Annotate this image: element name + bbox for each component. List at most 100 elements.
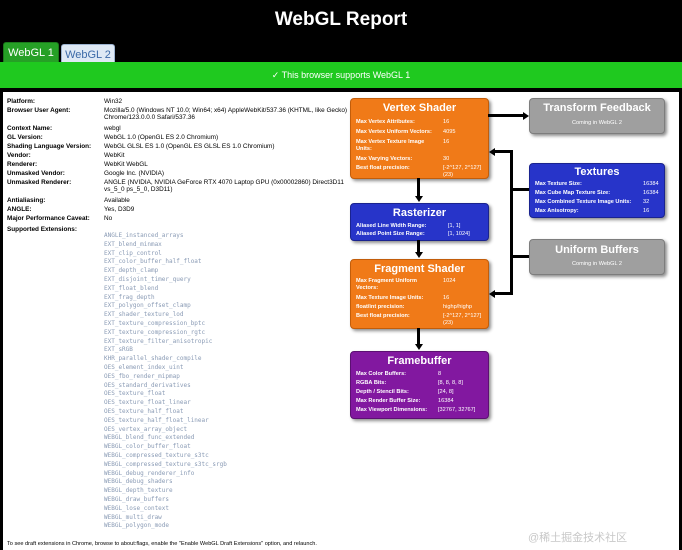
vs-row-value: 30 (443, 156, 450, 162)
arrow-head-left-icon (489, 289, 495, 298)
extension-item: OES_texture_float_linear (104, 399, 191, 407)
extension-item: EXT_polygon_offset_clamp (104, 302, 191, 310)
extension-item: OES_texture_half_float (104, 408, 184, 415)
tex-row-label: Max Texture Size: (535, 181, 582, 187)
framebuffer-box: Framebuffer Max Color Buffers: 8 RGBA Bi… (350, 351, 489, 419)
fb-row-value: [8, 8, 8, 8] (438, 380, 463, 386)
extension-item: OES_texture_half_float_linear (104, 416, 209, 424)
fb-row-value: 16384 (438, 398, 454, 404)
arrow-head-down-icon (414, 196, 423, 202)
arrow-line (417, 328, 420, 345)
arrow-line (510, 188, 529, 191)
info-key: Context Name: (7, 125, 53, 132)
page-title: WebGL Report (0, 0, 682, 40)
extension-item: EXT_texture_filter_anisotropic (104, 337, 213, 345)
vs-row-label: Max Vertex Uniform Vectors: (356, 129, 432, 135)
fb-row-label: RGBA Bits: (356, 380, 387, 386)
extension-item: OES_vertex_array_object (104, 425, 188, 433)
extension-item: OES_element_index_uint (104, 364, 184, 371)
tab-webgl-2[interactable]: WebGL 2 (61, 44, 115, 63)
fs-row-label: Best float precision: (356, 313, 410, 319)
arrow-head-left-icon (489, 147, 495, 156)
fragment-shader-box: Fragment Shader Max Fragment Uniform Vec… (350, 259, 489, 329)
info-key: Renderer: (7, 161, 38, 168)
arrow-line (488, 114, 524, 117)
rasterizer-box: Rasterizer Aliased Line Width Range: [1,… (350, 203, 489, 241)
tab-webgl-1[interactable]: WebGL 1 (3, 42, 59, 63)
info-key: Browser User Agent: (7, 107, 71, 114)
textures-title: Textures (574, 166, 620, 178)
info-value: ANGLE (NVIDIA, NVIDIA GeForce RTX 4070 L… (104, 179, 344, 194)
info-value: WebKit (104, 152, 125, 159)
extension-item: EXT_float_blend (104, 284, 159, 292)
arrow-line (417, 240, 420, 253)
rasterizer-row-value: [1, 1] (448, 223, 461, 229)
extension-item: WEBGL_color_buffer_float (104, 443, 191, 451)
vs-row-label: Max Varying Vectors: (356, 156, 413, 162)
info-key: Unmasked Vendor: (7, 170, 65, 177)
info-value: Mozilla/5.0 (Windows NT 10.0; Win64; x64… (104, 107, 348, 122)
extension-item: WEBGL_draw_buffers (104, 496, 170, 503)
fb-row-label: Max Viewport Dimensions: (356, 407, 428, 413)
tex-row-value: 16 (643, 208, 650, 214)
extension-item: EXT_disjoint_timer_query (104, 276, 191, 283)
rasterizer-title: Rasterizer (392, 207, 447, 219)
extension-item: KHR_parallel_shader_compile (104, 355, 202, 363)
vs-row-label: Max Vertex Texture Image Units: (356, 139, 425, 152)
uniform-buffers-title: Uniform Buffers (555, 244, 639, 256)
fb-row-label: Max Color Buffers: (356, 371, 407, 377)
vs-row-value: 4095 (443, 129, 456, 135)
extension-item: OES_fbo_render_mipmap (104, 372, 180, 380)
info-value: Google Inc. (NVIDIA) (104, 170, 165, 177)
info-value: No (104, 215, 113, 222)
textures-box: Textures Max Texture Size: 16384 Max Cub… (529, 163, 665, 218)
tex-row-value: 32 (643, 199, 650, 205)
tex-row-value: 16384 (643, 190, 659, 196)
fs-row-value: highp/highp (443, 304, 472, 310)
fs-row-label: float/int precision: (356, 304, 405, 310)
tab-bar: WebGL 1 WebGL 2 (0, 40, 682, 63)
extension-item: WEBGL_lose_context (104, 504, 170, 512)
fragment-shader-title: Fragment Shader (374, 263, 465, 275)
info-key: Unmasked Renderer: (7, 179, 72, 186)
vs-row-value: 16 (443, 139, 450, 145)
vertex-shader-title: Vertex Shader (382, 102, 457, 114)
extension-item: WEBGL_debug_renderer_info (104, 469, 195, 477)
tex-row-label: Max Anisotropy: (535, 208, 579, 214)
transform-feedback-box: Transform Feedback Coming in WebGL 2 (529, 98, 665, 134)
transform-feedback-subtitle: Coming in WebGL 2 (571, 120, 623, 126)
info-key: GL Version: (7, 134, 43, 141)
extension-item: EXT_clip_control (104, 249, 162, 257)
watermark: @稀土掘金技术社区 (528, 532, 628, 544)
extension-item: ANGLE_instanced_arrays (104, 232, 184, 239)
fb-row-value: [24, 8] (438, 389, 454, 395)
extension-item: EXT_depth_clamp (104, 267, 159, 275)
info-key: Shading Language Version: (7, 143, 92, 150)
arrow-head-down-icon (414, 252, 423, 258)
fs-row-label: Max Fragment Uniform Vectors: (356, 278, 417, 291)
tex-row-label: Max Cube Map Texture Size: (535, 190, 611, 196)
fs-row-value: 1024 (443, 278, 456, 284)
fs-row-value: [-2^127, 2^127] (23) (443, 313, 482, 326)
rasterizer-row-label: Aliased Line Width Range: (356, 223, 427, 229)
extension-item: OES_standard_derivatives (104, 381, 191, 389)
extension-item: EXT_shader_texture_lod (104, 311, 184, 319)
arrow-line (510, 255, 529, 258)
info-value: WebGL GLSL ES 1.0 (OpenGL ES GLSL ES 1.0… (104, 143, 275, 150)
info-value: Available (104, 197, 130, 204)
info-key: Antialiasing: (7, 197, 46, 204)
tex-row-value: 16384 (643, 181, 659, 187)
extension-item: WEBGL_compressed_texture_s3tc_srgb (104, 460, 227, 468)
vs-row-label: Max Vertex Attributes: (356, 119, 415, 125)
fb-row-label: Depth / Stencil Bits: (356, 389, 409, 395)
info-value: Win32 (104, 98, 123, 105)
extension-item: WEBGL_debug_shaders (104, 478, 173, 486)
extension-item: WEBGL_blend_func_extended (104, 434, 195, 442)
extension-item: WEBGL_depth_texture (104, 487, 173, 495)
arrow-line (495, 292, 513, 295)
uniform-buffers-subtitle: Coming in WebGL 2 (571, 261, 623, 267)
fs-row-label: Max Texture Image Units: (356, 295, 424, 301)
info-key: Vendor: (7, 152, 31, 159)
info-value: Yes, D3D9 (104, 206, 135, 213)
vs-row-label: Best float precision: (356, 165, 410, 171)
